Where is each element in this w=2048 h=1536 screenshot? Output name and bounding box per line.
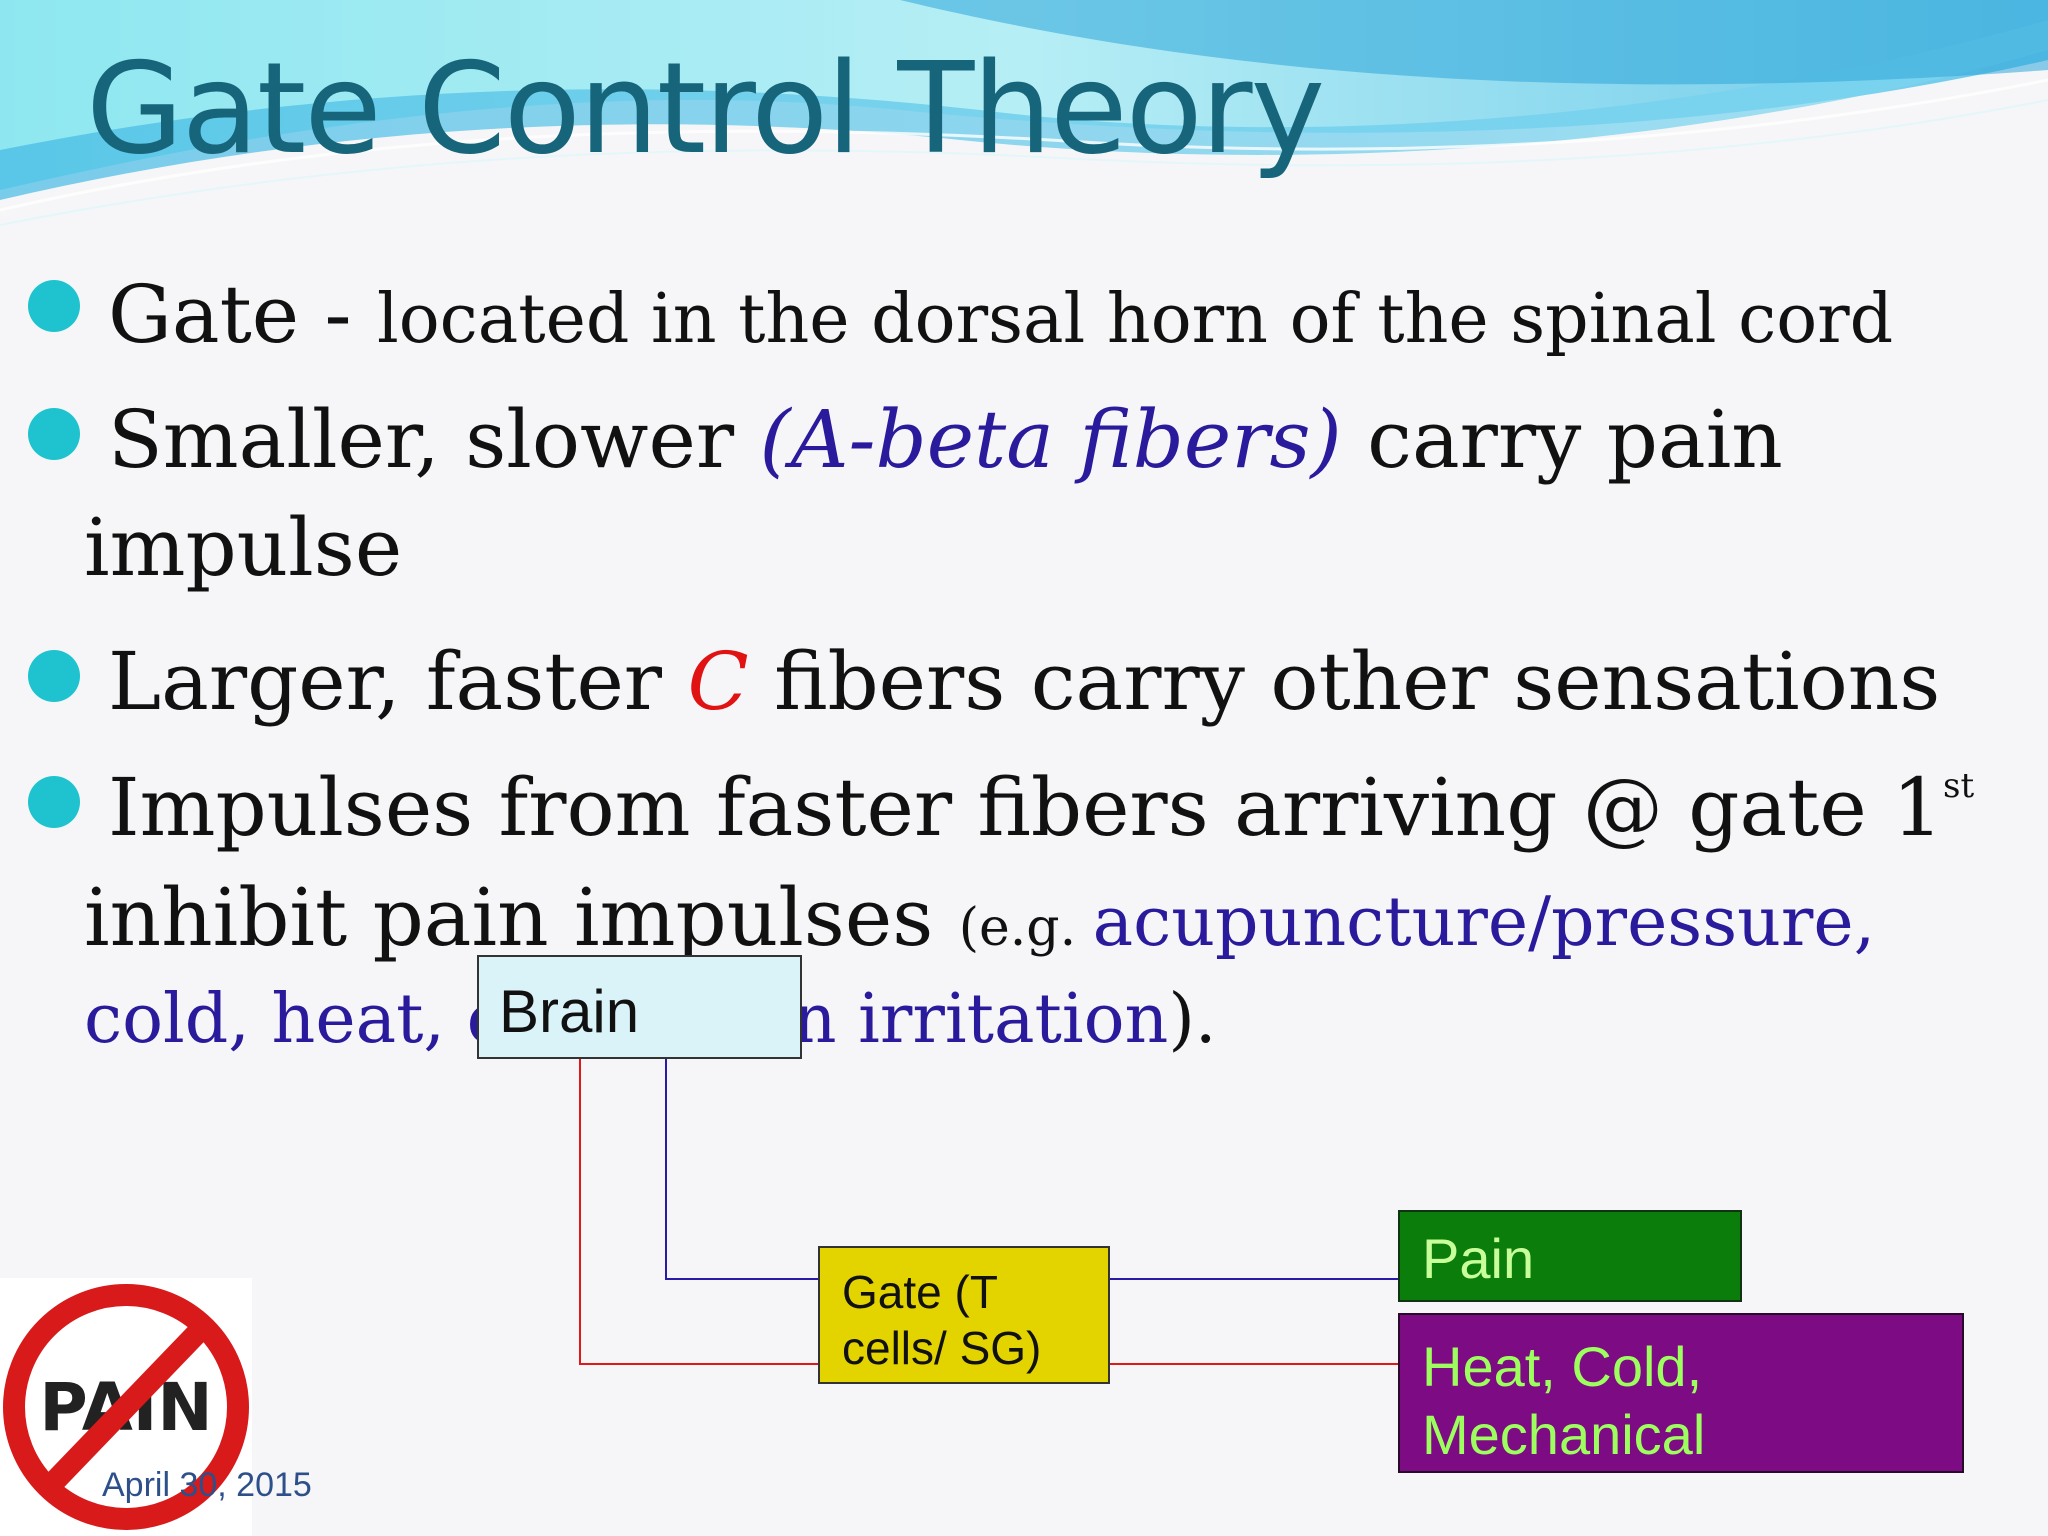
sensation-label-1: Heat, Cold,	[1422, 1335, 1703, 1398]
bullet-dot-icon	[28, 776, 80, 828]
gate-label-2: cells/ SG)	[842, 1322, 1042, 1374]
gate-box: Gate (T cells/ SG)	[818, 1246, 1110, 1384]
bullet-list: Gate - located in the dorsal horn of the…	[28, 275, 1974, 1054]
header-wave-decoration	[0, 0, 2048, 226]
slide-title: Gate Control Theory	[86, 35, 1325, 182]
bullet-2-highlight: (A-beta fibers)	[759, 393, 1342, 486]
sensation-box: Heat, Cold, Mechanical	[1398, 1313, 1964, 1473]
bullet-4-line1: Impulses from faster fibers arriving @ g…	[108, 761, 1943, 854]
bullet-dot-icon	[28, 280, 80, 332]
brain-box: Brain	[477, 955, 802, 1059]
no-pain-logo: PAIN	[0, 1278, 252, 1536]
bullet-3-post: fibers carry other sensations	[748, 635, 1941, 728]
no-pain-prohibition-icon: PAIN	[3, 1284, 249, 1530]
bullet-4-examples-a: cold, heat, c	[84, 980, 505, 1059]
sensation-path-line	[579, 1058, 818, 1365]
bullet-2-continuation: impulse	[84, 501, 403, 594]
bullet-1: Gate - located in the dorsal horn of the…	[108, 275, 1893, 355]
bullet-4-examples: acupuncture/pressure,	[1092, 883, 1876, 962]
pain-box: Pain	[1398, 1210, 1742, 1302]
gate-label-1: Gate (T	[842, 1266, 998, 1318]
bullet-4-end: ).	[1168, 980, 1217, 1059]
bullet-2-pre: Smaller, slower	[108, 393, 760, 486]
bullet-3: Larger, faster C fibers carry other sens…	[108, 642, 1940, 722]
footer-date: April 30, 2015	[102, 1466, 312, 1504]
bullet-4-eg: (e.g.	[958, 898, 1093, 958]
bullet-1-lead: Gate -	[108, 268, 377, 361]
bullet-3-pre: Larger, faster	[108, 635, 688, 728]
bullet-4-superscript: st	[1943, 766, 1975, 806]
sensation-label-2: Mechanical	[1422, 1403, 1706, 1466]
bullet-4-main: inhibit pain impulses	[84, 871, 959, 964]
bullet-4-examples-b: n irritation	[792, 980, 1169, 1059]
bullet-2-post: carry pain	[1341, 393, 1783, 486]
bullet-4-line2: inhibit pain impulses (e.g. acupuncture/…	[84, 878, 1875, 958]
bullet-dot-icon	[28, 650, 80, 702]
bullet-dot-icon	[28, 408, 80, 460]
bullet-2: Smaller, slower (A-beta fibers) carry pa…	[108, 400, 1783, 480]
bullet-3-highlight: C	[687, 635, 749, 728]
bullet-4: Impulses from faster fibers arriving @ g…	[108, 768, 1974, 848]
bullet-1-rest: located in the dorsal horn of the spinal…	[376, 280, 1894, 359]
